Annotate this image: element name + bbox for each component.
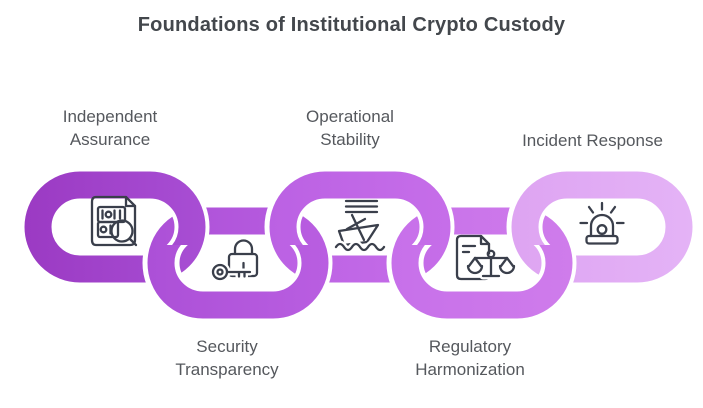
sinking-ship-icon	[332, 199, 388, 254]
scales-document-icon	[455, 234, 516, 281]
lock-key-icon	[209, 239, 259, 283]
scales-overlay	[466, 249, 516, 280]
label-regulatory-harmonization: Regulatory Harmonization	[415, 337, 525, 379]
label-security-transparency: Security Transparency	[175, 337, 279, 379]
diagram-title: Foundations of Institutional Crypto Cust…	[137, 14, 566, 36]
audit-document-icon	[90, 195, 138, 247]
key-overlay	[209, 261, 254, 283]
siren-icon	[579, 201, 625, 245]
label-incident-response: Incident Response	[522, 131, 663, 150]
label-operational-stability: Operational Stability	[306, 107, 394, 149]
label-independent-assurance: Independent Assurance	[62, 107, 158, 149]
